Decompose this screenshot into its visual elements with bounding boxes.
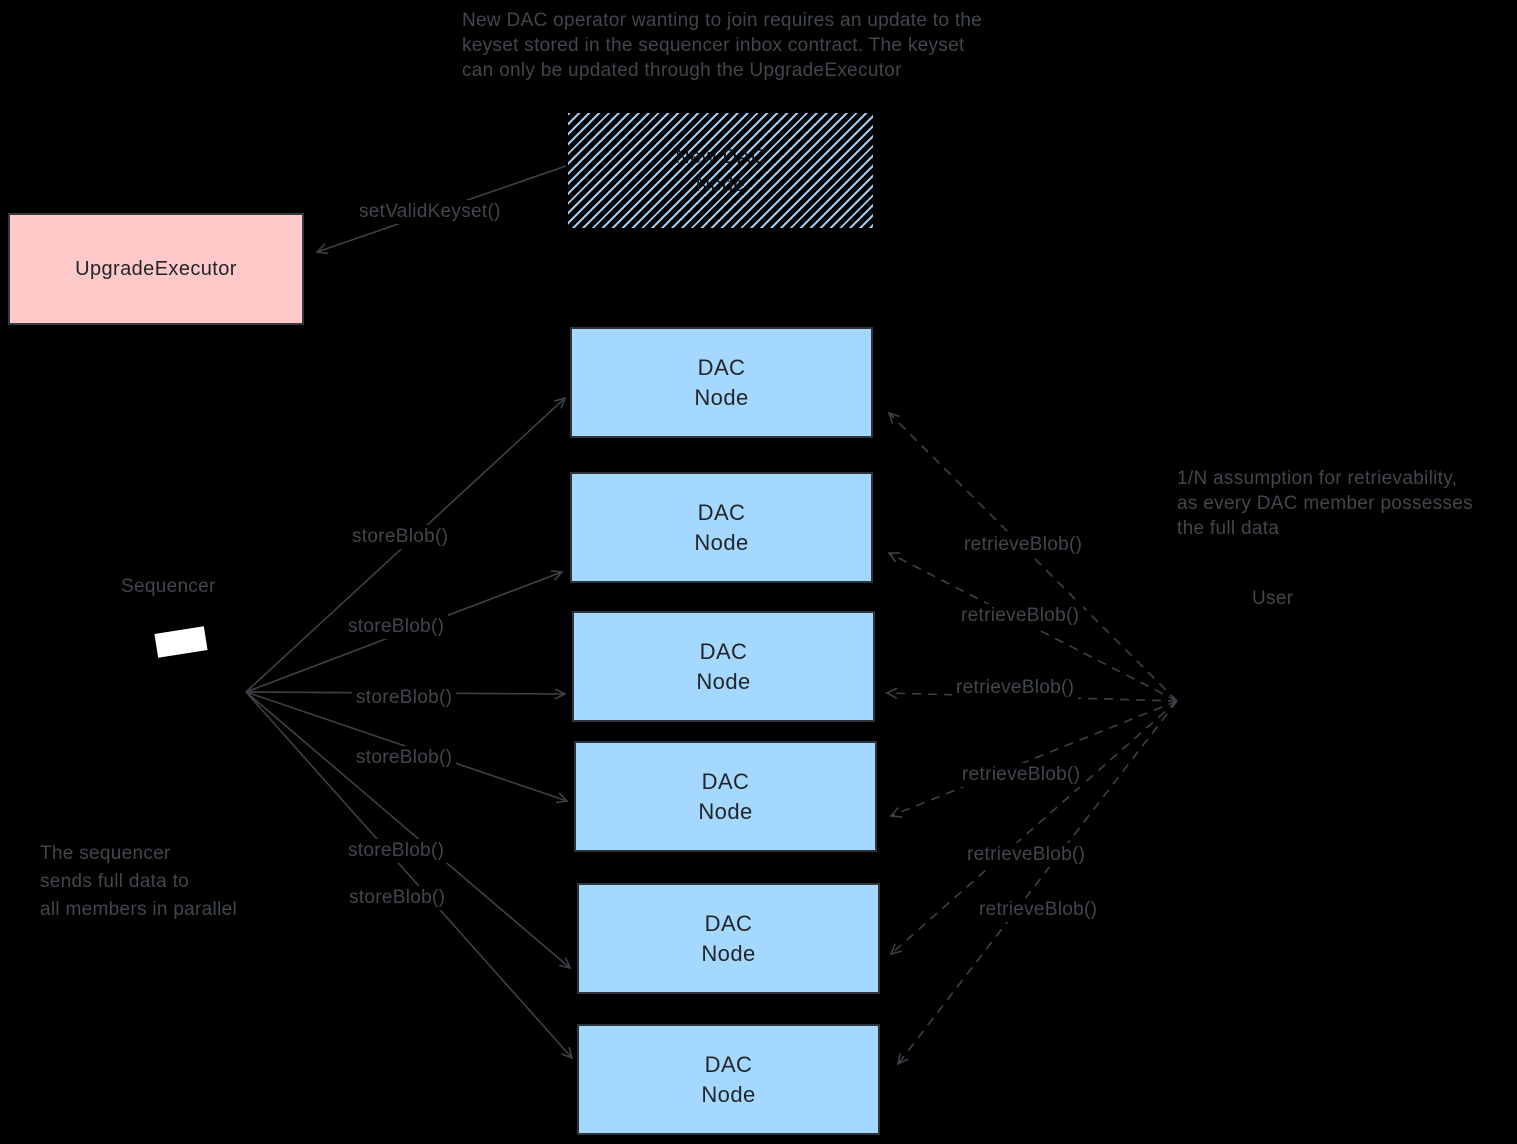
retrieve-blob-label-4: retrieveBlob() <box>958 763 1085 787</box>
store-blob-label-6: storeBlob() <box>345 886 450 910</box>
top-note-line-3: can only be updated through the UpgradeE… <box>462 60 902 81</box>
top-note-line-2: keyset stored in the sequencer inbox con… <box>462 35 965 56</box>
retrieve-blob-label-6: retrieveBlob() <box>975 898 1102 922</box>
retrieve-blob-label-5: retrieveBlob() <box>963 843 1090 867</box>
store-blob-arrow-6 <box>245 691 574 1060</box>
retrieve-blob-label-3: retrieveBlob() <box>952 676 1079 700</box>
dac-node-box-3: DAC Node <box>572 611 875 722</box>
store-blob-arrow-5 <box>245 691 572 970</box>
store-blob-label-5: storeBlob() <box>344 839 449 863</box>
dac-node-box-4: DAC Node <box>574 741 877 852</box>
dac-node-5-label-line-1: DAC <box>704 910 753 936</box>
dac-node-5-label-line-2: Node <box>701 940 756 966</box>
dac-node-2-label-line-2: Node <box>694 529 749 555</box>
dac-node-box-6: DAC Node <box>577 1024 880 1135</box>
top-note: New DAC operator wanting to join require… <box>462 8 982 83</box>
dac-node-6-label-line-2: Node <box>701 1081 756 1107</box>
right-note-line-3: the full data <box>1177 518 1280 539</box>
retrieve-blob-arrow-1 <box>887 411 1178 702</box>
right-note-line-1: 1/N assumption for retrievability, <box>1177 468 1458 489</box>
retrieve-blob-arrow-6 <box>896 700 1178 1066</box>
dac-node-6-label-line-1: DAC <box>704 1051 753 1077</box>
retrieve-blob-label-2: retrieveBlob() <box>957 604 1084 628</box>
dac-node-3-label-line-1: DAC <box>699 638 748 664</box>
user-label: User <box>1252 588 1294 609</box>
dac-node-box-2: DAC Node <box>570 472 873 583</box>
left-note: The sequencer sends full data to all mem… <box>40 840 237 924</box>
dac-node-4-label-line-2: Node <box>698 798 753 824</box>
dac-node-4-label-line-1: DAC <box>701 768 750 794</box>
store-blob-label-3: storeBlob() <box>352 686 457 710</box>
retrieve-blob-label-1: retrieveBlob() <box>960 533 1087 557</box>
right-note-line-2: as every DAC member possesses <box>1177 493 1473 514</box>
dac-node-1-label-line-2: Node <box>694 384 749 410</box>
dac-node-2-label-line-1: DAC <box>697 499 746 525</box>
left-note-line-2: sends full data to <box>40 871 190 892</box>
new-dac-node-box: New DAC Node <box>568 113 873 228</box>
store-blob-label-1: storeBlob() <box>348 525 453 549</box>
left-note-line-3: all members in parallel <box>40 899 237 920</box>
upgrade-executor-box: UpgradeExecutor <box>8 213 304 325</box>
dac-node-box-1: DAC Node <box>570 327 873 438</box>
set-valid-keyset-label: setValidKeyset() <box>355 200 505 224</box>
left-note-line-1: The sequencer <box>40 843 171 864</box>
new-dac-node-label-line-2: Node <box>695 173 746 196</box>
store-blob-label-2: storeBlob() <box>344 615 449 639</box>
top-note-line-1: New DAC operator wanting to join require… <box>462 10 983 31</box>
sequencer-label: Sequencer <box>121 576 216 597</box>
new-dac-node-label-line-1: New DAC <box>675 145 766 168</box>
upgrade-executor-label: UpgradeExecutor <box>75 257 237 280</box>
dac-node-1-label-line-1: DAC <box>697 354 746 380</box>
dac-node-box-5: DAC Node <box>577 883 880 994</box>
retrieve-blob-arrow-4 <box>889 700 1178 818</box>
dac-node-3-label-line-2: Node <box>696 668 751 694</box>
right-note: 1/N assumption for retrievability, as ev… <box>1177 466 1473 541</box>
store-blob-label-4: storeBlob() <box>352 746 457 770</box>
